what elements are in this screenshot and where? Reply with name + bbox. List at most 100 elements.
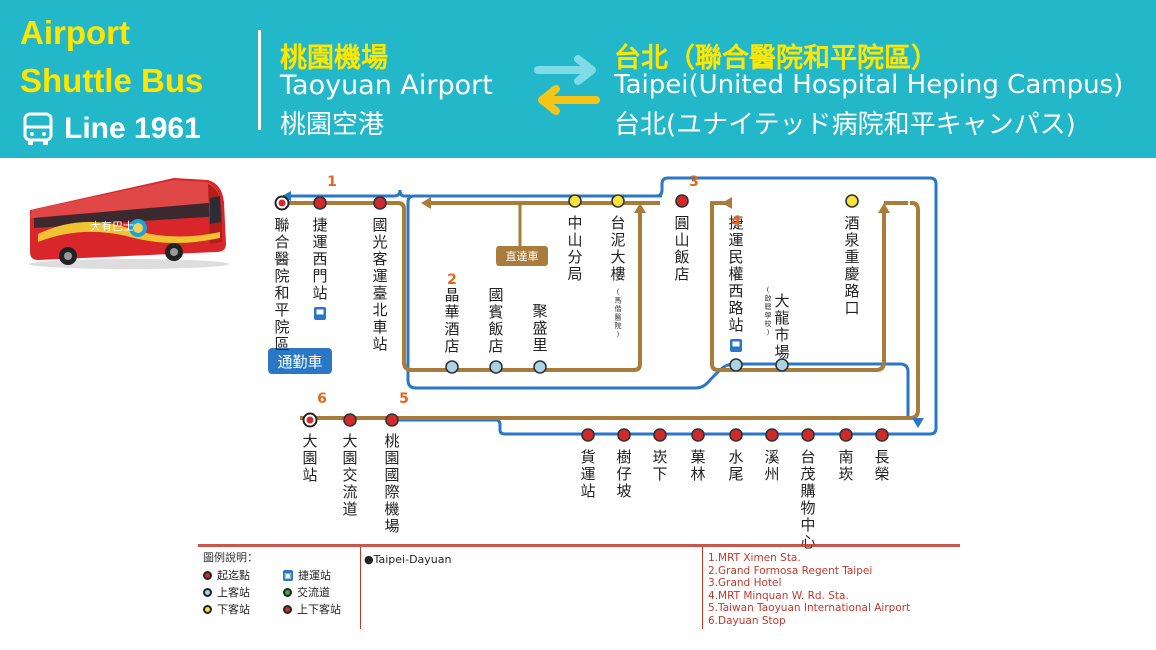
stop-marker — [581, 428, 595, 442]
brand-title-line2: Shuttle Bus — [20, 62, 204, 99]
stop-marker — [343, 413, 357, 427]
stop-label: 台茂購物中心 — [800, 448, 815, 551]
stop-sublabel: (馬偕醫院) — [615, 288, 622, 339]
legend-label: 下客站 — [217, 603, 250, 616]
stop-notes: 1.MRT Ximen Sta. 2.Grand Formosa Regent … — [708, 552, 910, 628]
outbound-arrow-down-end — [912, 418, 924, 428]
dropoff-dot-icon — [203, 604, 212, 614]
stop-label: 崁下 — [652, 448, 667, 483]
stop-marker — [568, 194, 582, 208]
stop-marker — [729, 358, 743, 372]
stop-marker — [845, 194, 859, 208]
legend-label: 上客站 — [217, 586, 250, 599]
origin-name-en: Taoyuan Airport — [280, 70, 493, 101]
inbound-arrowhead — [282, 191, 291, 201]
note-1: 1.MRT Ximen Sta. — [708, 552, 801, 564]
header-divider — [258, 30, 261, 130]
line-number-label: Line 1961 — [64, 112, 201, 145]
mrt-station-icon-window — [732, 341, 740, 347]
stop-label: 樹仔坡 — [616, 448, 631, 500]
mrt-station-icon-window — [316, 309, 324, 315]
stop-number: 6 — [317, 391, 327, 407]
outbound-arrow-left-2 — [722, 197, 732, 209]
stop-label: 大園站 — [302, 432, 317, 484]
stop-label: 捷運西門站 — [312, 216, 327, 302]
stop-marker — [675, 194, 689, 208]
legend-item-terminal: 起迄點 — [203, 567, 250, 583]
outbound-arrow-up-2 — [878, 203, 890, 213]
stop-number: 4 — [731, 214, 741, 230]
stop-number: 1 — [327, 174, 337, 190]
stop-marker — [385, 413, 399, 427]
express-label: 直達車 — [506, 249, 539, 263]
stop-marker — [302, 412, 318, 428]
legend-item-both: 上下客站 — [283, 601, 341, 617]
destination-name-zh: 台北（聯合醫院和平院區） — [614, 43, 938, 74]
stop-label: 長榮 — [874, 448, 889, 483]
stop-label: 聚盛里 — [532, 302, 547, 354]
header-banner: Airport Shuttle Bus Line 1961 桃園機場 Taoyu… — [0, 0, 1156, 158]
pickup-dot-icon — [203, 587, 212, 597]
bus-illustration: 大有巴士 — [29, 178, 229, 269]
legend-label: 捷運站 — [298, 569, 331, 582]
stop-marker — [313, 196, 327, 210]
note-6: 6.Dayuan Stop — [708, 614, 786, 627]
stop-label: 菓林 — [690, 448, 705, 483]
stop-label: 大園交流道 — [342, 432, 357, 518]
terminal-dot-icon — [203, 570, 212, 580]
brand-title-line1: Airport — [20, 14, 130, 51]
route-name: ●Taipei-Dayuan — [364, 553, 452, 566]
stop-marker — [775, 358, 789, 372]
stop-label: 台泥大樓 — [610, 214, 625, 283]
legend-label: 上下客站 — [297, 603, 341, 616]
stop-marker — [653, 428, 667, 442]
both-dot-icon — [283, 604, 292, 614]
stop-number: 2 — [447, 272, 457, 288]
bus-icon — [23, 112, 53, 145]
stop-label: 溪州 — [764, 448, 779, 483]
stop-label: 南崁 — [838, 448, 853, 483]
stop-marker — [611, 194, 625, 208]
line-number-badge: Line 1961 — [22, 112, 201, 146]
express-label-box — [496, 246, 548, 266]
stop-label: 國賓飯店 — [488, 286, 503, 355]
bus-livery-text: 大有巴士 — [90, 219, 134, 233]
stop-number: 5 — [399, 391, 409, 407]
stop-marker — [765, 428, 779, 442]
stop-label: 聯合醫院和平院區 — [274, 216, 289, 353]
stop-label: 酒泉重慶路口 — [844, 214, 859, 317]
stop-label: 圓山飯店 — [674, 214, 689, 283]
stop-label: 晶華酒店 — [444, 286, 459, 355]
outbound-route-middle — [710, 212, 886, 372]
stop-marker — [875, 428, 889, 442]
interchange-dot-icon — [283, 587, 292, 597]
bidirectional-arrows-icon — [534, 55, 600, 115]
stop-marker — [533, 360, 547, 374]
inbound-route-to-terminal — [290, 189, 410, 198]
stop-label: 中山分局 — [567, 214, 582, 283]
origin-name-jp: 桃園空港 — [280, 110, 385, 140]
stop-label: 貨運站 — [580, 448, 595, 500]
legend-item-mrt: ▣ 捷運站 — [283, 567, 331, 583]
stop-label: 桃園國際機場 — [384, 432, 399, 535]
outbound-arrow-left-1 — [421, 197, 431, 209]
commute-label: 通勤車 — [277, 353, 322, 371]
stop-marker — [489, 360, 503, 374]
stop-marker — [274, 195, 290, 211]
legend-label: 起迄點 — [217, 569, 250, 582]
stop-marker — [617, 428, 631, 442]
legend-top-rule — [198, 544, 960, 547]
legend-divider-2 — [702, 547, 703, 629]
legend-item-pickup: 上客站 — [203, 584, 250, 600]
outbound-arrow-up-1 — [634, 203, 646, 213]
note-5: 5.Taiwan Taoyuan International Airport — [708, 602, 911, 615]
mrt-station-icon: ▣ — [283, 569, 293, 581]
stop-label: 大龍市場 — [774, 292, 789, 361]
legend-item-interchange: 交流道 — [283, 584, 330, 600]
stops-layer: 聯合醫院和平院區捷運西門站1國光客運臺北車站晶華酒店2國賓飯店聚盛里中山分局台泥… — [274, 174, 889, 551]
stop-marker — [801, 428, 815, 442]
legend-item-dropoff: 下客站 — [203, 601, 250, 617]
stop-marker — [691, 428, 705, 442]
note-3: 3.Grand Hotel — [708, 577, 782, 590]
